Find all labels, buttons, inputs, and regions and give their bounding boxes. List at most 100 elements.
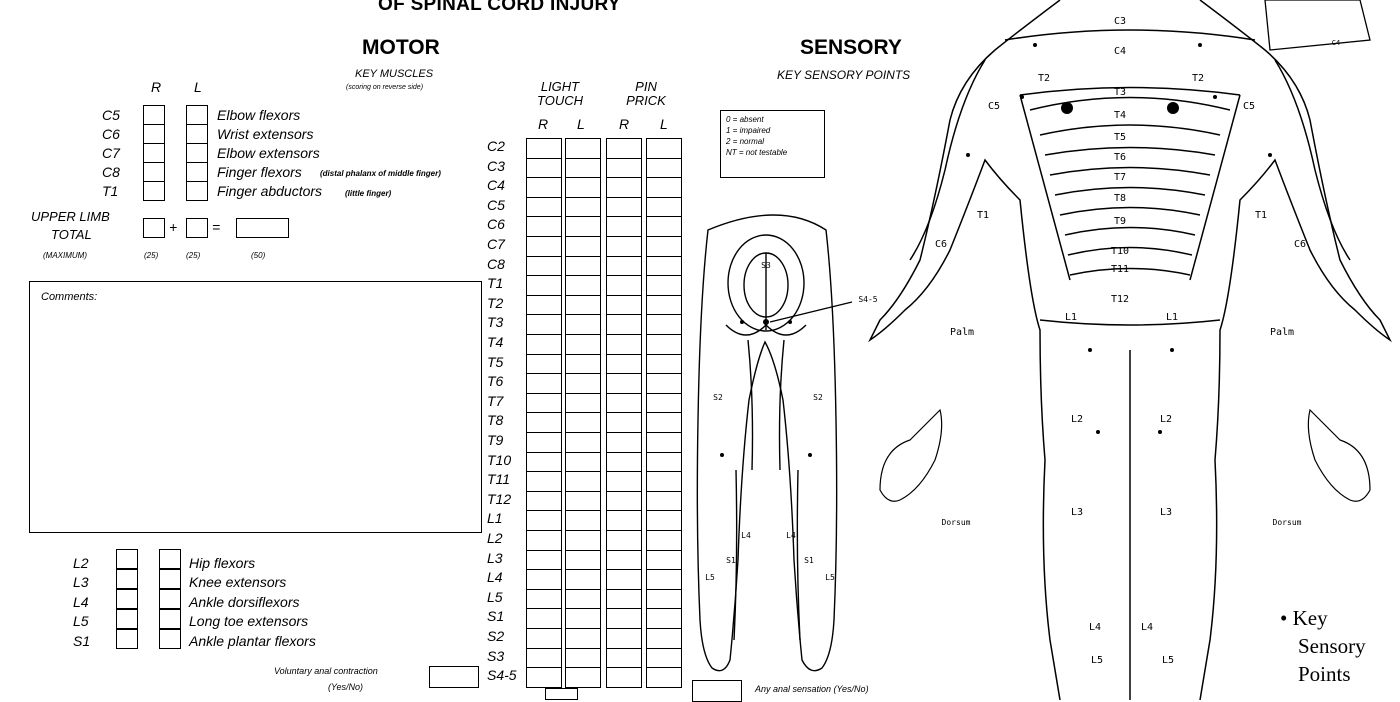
pp-r-input[interactable]: [606, 177, 642, 198]
lt-r-input[interactable]: [526, 255, 562, 277]
pp-l-input[interactable]: [646, 334, 682, 355]
anal-sensation-input[interactable]: [692, 680, 742, 702]
lt-l-input[interactable]: [565, 530, 601, 551]
pp-l-input[interactable]: [646, 275, 682, 296]
pp-r-input[interactable]: [606, 588, 642, 610]
lt-l-input[interactable]: [565, 294, 601, 316]
pp-r-input[interactable]: [606, 275, 642, 296]
pp-r-input[interactable]: [606, 490, 642, 512]
lt-r-input[interactable]: [526, 667, 562, 688]
pp-l-input[interactable]: [646, 216, 682, 237]
motor-l-input[interactable]: [186, 162, 208, 182]
motor-l-input[interactable]: [159, 549, 181, 569]
pp-r-input[interactable]: [606, 608, 642, 629]
lt-r-input[interactable]: [526, 628, 562, 649]
upper-total-l-input[interactable]: [186, 218, 208, 238]
pp-l-input[interactable]: [646, 255, 682, 277]
motor-l-input[interactable]: [186, 105, 208, 125]
lt-l-input[interactable]: [565, 216, 601, 237]
lt-l-input[interactable]: [565, 549, 601, 571]
lt-l-input[interactable]: [565, 275, 601, 296]
lt-l-input[interactable]: [565, 569, 601, 590]
lt-r-input[interactable]: [526, 530, 562, 551]
lt-r-input[interactable]: [526, 177, 562, 198]
lt-r-input[interactable]: [526, 314, 562, 335]
pp-l-input[interactable]: [646, 647, 682, 669]
pp-r-input[interactable]: [606, 530, 642, 551]
lt-r-input[interactable]: [526, 569, 562, 590]
lt-r-input[interactable]: [526, 294, 562, 316]
lt-l-input[interactable]: [565, 432, 601, 453]
lt-r-input[interactable]: [526, 432, 562, 453]
motor-r-input[interactable]: [143, 124, 165, 144]
motor-r-input[interactable]: [116, 569, 138, 589]
motor-l-input[interactable]: [186, 181, 208, 201]
lt-r-input[interactable]: [526, 549, 562, 571]
pp-r-input[interactable]: [606, 255, 642, 277]
lt-r-input[interactable]: [526, 196, 562, 218]
comments-textarea[interactable]: Comments:: [29, 281, 482, 533]
lt-l-input[interactable]: [565, 667, 601, 688]
pp-r-input[interactable]: [606, 432, 642, 453]
upper-total-sum-input[interactable]: [236, 218, 289, 238]
lt-l-input[interactable]: [565, 412, 601, 433]
lt-r-input[interactable]: [526, 216, 562, 237]
lt-l-input[interactable]: [565, 138, 601, 159]
pp-l-input[interactable]: [646, 412, 682, 433]
pp-l-input[interactable]: [646, 236, 682, 257]
lt-l-input[interactable]: [565, 314, 601, 335]
pp-r-input[interactable]: [606, 451, 642, 473]
lt-r-input[interactable]: [526, 373, 562, 394]
pp-r-input[interactable]: [606, 373, 642, 394]
lt-l-input[interactable]: [565, 628, 601, 649]
pp-r-input[interactable]: [606, 353, 642, 375]
motor-r-input[interactable]: [143, 181, 165, 201]
lt-l-input[interactable]: [565, 392, 601, 414]
pp-r-input[interactable]: [606, 647, 642, 669]
lt-l-input[interactable]: [565, 588, 601, 610]
motor-l-input[interactable]: [186, 143, 208, 163]
pp-r-input[interactable]: [606, 471, 642, 492]
pp-l-input[interactable]: [646, 608, 682, 629]
pp-r-input[interactable]: [606, 569, 642, 590]
pp-r-input[interactable]: [606, 196, 642, 218]
pp-l-input[interactable]: [646, 530, 682, 551]
lt-l-input[interactable]: [565, 490, 601, 512]
lt-r-input[interactable]: [526, 490, 562, 512]
pp-r-input[interactable]: [606, 667, 642, 688]
lt-r-input[interactable]: [526, 353, 562, 375]
lt-l-input[interactable]: [565, 373, 601, 394]
lt-r-input[interactable]: [526, 157, 562, 179]
lt-r-input[interactable]: [526, 412, 562, 433]
motor-r-input[interactable]: [116, 549, 138, 569]
pp-l-input[interactable]: [646, 451, 682, 473]
pp-l-input[interactable]: [646, 353, 682, 375]
lt-r-input[interactable]: [526, 392, 562, 414]
pp-l-input[interactable]: [646, 471, 682, 492]
pp-l-input[interactable]: [646, 667, 682, 688]
pp-r-input[interactable]: [606, 236, 642, 257]
pp-l-input[interactable]: [646, 314, 682, 335]
pp-l-input[interactable]: [646, 373, 682, 394]
motor-l-input[interactable]: [159, 589, 181, 609]
motor-r-input[interactable]: [116, 589, 138, 609]
pp-l-input[interactable]: [646, 628, 682, 649]
pp-l-input[interactable]: [646, 490, 682, 512]
lt-l-input[interactable]: [565, 236, 601, 257]
lt-l-input[interactable]: [565, 353, 601, 375]
lt-l-input[interactable]: [565, 510, 601, 531]
pp-r-input[interactable]: [606, 392, 642, 414]
pp-r-input[interactable]: [606, 334, 642, 355]
pp-l-input[interactable]: [646, 510, 682, 531]
pp-r-input[interactable]: [606, 294, 642, 316]
lt-r-input[interactable]: [526, 138, 562, 159]
lt-r-input[interactable]: [526, 451, 562, 473]
lt-l-input[interactable]: [565, 196, 601, 218]
pp-r-input[interactable]: [606, 510, 642, 531]
lt-l-input[interactable]: [565, 608, 601, 629]
motor-l-input[interactable]: [159, 629, 181, 649]
pp-r-input[interactable]: [606, 314, 642, 335]
pp-r-input[interactable]: [606, 157, 642, 179]
pp-r-input[interactable]: [606, 412, 642, 433]
motor-r-input[interactable]: [143, 143, 165, 163]
